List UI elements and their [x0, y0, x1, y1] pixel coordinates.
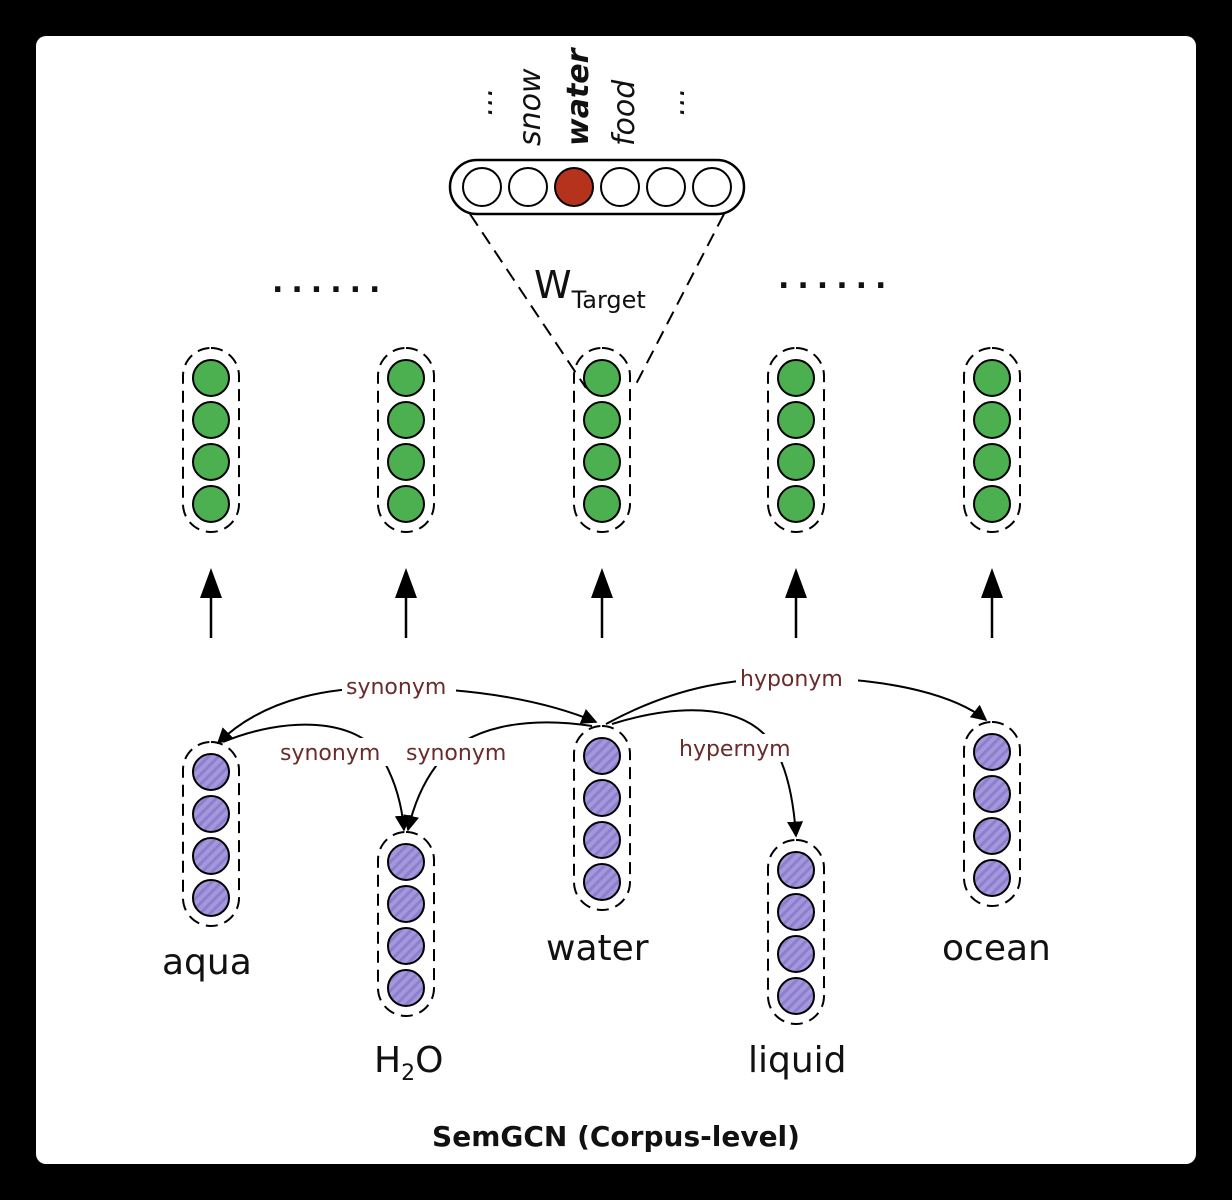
vocab-ellipsis-right: ...	[657, 87, 692, 116]
output-ellipsis-left: ......	[272, 265, 388, 300]
vocab-node	[508, 167, 548, 207]
edge-water-liquid	[611, 709, 804, 838]
diagram-caption: SemGCN (Corpus-level)	[432, 1120, 800, 1153]
vocab-node	[600, 167, 640, 207]
vocab-word-snow: snow	[513, 68, 548, 146]
vocab-node	[462, 167, 502, 207]
output-vector-1	[182, 347, 240, 533]
vocab-ellipsis-left: ...	[465, 87, 500, 116]
up-arrow-head	[395, 568, 417, 598]
projection-line-right	[633, 213, 725, 389]
input-vector-aqua	[182, 741, 240, 927]
vocab-node	[692, 167, 732, 207]
input-vector-water	[573, 725, 631, 911]
output-vector-water	[573, 347, 631, 533]
output-ellipsis-right: ......	[778, 261, 894, 296]
semgcn-diagram: ... snow water food ... WTarget ...... .…	[162, 46, 1051, 1153]
word-liquid: liquid	[748, 1040, 847, 1081]
up-arrows	[200, 568, 1003, 638]
vocab-node	[646, 167, 686, 207]
edge-label-aqua-h2o: synonym	[280, 741, 380, 766]
word-aqua: aqua	[162, 942, 252, 983]
edge-label-water-ocean: hyponym	[740, 667, 843, 692]
edge-label-bg	[676, 734, 804, 762]
edge-label-bg	[342, 672, 456, 700]
output-vector-4	[767, 347, 825, 533]
up-arrow-head	[785, 568, 807, 598]
vocab-vector	[448, 158, 746, 216]
word-h2o: H2O	[374, 1040, 443, 1086]
word-water: water	[546, 928, 649, 969]
edge-label-water-h2o: synonym	[406, 741, 506, 766]
edge-label-water-liquid: hypernym	[679, 737, 791, 762]
up-arrow-head	[981, 568, 1003, 598]
output-vector-5	[963, 347, 1021, 533]
vocab-word-food: food	[607, 79, 642, 146]
vocab-node-highlighted	[554, 167, 594, 207]
edge-labels: synonym synonym synonym hyponym hypernym	[276, 664, 858, 766]
input-vector-ocean	[963, 721, 1021, 907]
word-ocean: ocean	[942, 928, 1051, 969]
edge-label-bg	[402, 738, 516, 766]
edge-label-bg	[276, 738, 390, 766]
projection-line-left	[469, 213, 587, 389]
edge-label-bg	[736, 664, 858, 692]
up-arrow-head	[200, 568, 222, 598]
up-arrow-head	[591, 568, 613, 598]
output-vector-2	[377, 347, 435, 533]
vocab-words: ... snow water food ...	[465, 46, 692, 146]
input-vector-liquid	[767, 839, 825, 1025]
input-vector-h2o	[377, 831, 435, 1017]
edge-label-water-aqua: synonym	[346, 675, 446, 700]
diagram-card: ... snow water food ... WTarget ...... .…	[36, 36, 1196, 1164]
weight-label: WTarget	[534, 263, 646, 314]
vocab-word-water: water	[561, 46, 596, 146]
